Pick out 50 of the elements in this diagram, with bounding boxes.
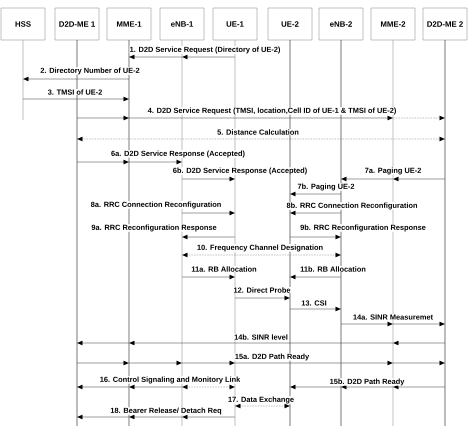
lifeline — [392, 40, 394, 426]
message-arrow — [392, 360, 445, 366]
message-arrow — [290, 234, 341, 240]
message-arrow — [128, 160, 182, 164]
message-arrow — [290, 384, 342, 390]
message-arrow — [392, 116, 445, 120]
message-arrow — [182, 54, 236, 60]
message-arrow — [182, 210, 235, 216]
message-arrow — [77, 340, 130, 346]
message-arrow — [129, 340, 394, 346]
message-arrow — [76, 160, 129, 164]
message-arrow — [182, 384, 235, 390]
message-arrow — [182, 252, 341, 258]
message-arrow — [76, 360, 129, 366]
message-arrow — [77, 414, 130, 420]
message-arrow — [129, 414, 182, 420]
message-arrow — [23, 76, 130, 82]
message-arrow — [128, 116, 393, 120]
lifeline — [234, 40, 236, 426]
lifeline — [340, 40, 342, 426]
message-arrow — [341, 384, 394, 390]
lifeline — [22, 40, 24, 120]
lifeline — [128, 40, 130, 426]
message-arrow — [393, 340, 446, 346]
message-arrow — [290, 274, 342, 280]
message-arrow — [128, 360, 182, 366]
lifeline — [444, 40, 446, 426]
message-arrow — [129, 384, 182, 390]
message-arrow — [290, 192, 342, 196]
message-arrow — [290, 306, 341, 312]
message-arrow — [76, 116, 129, 120]
message-arrow — [77, 384, 130, 390]
message-arrow — [393, 176, 446, 182]
message-arrow — [340, 322, 393, 326]
message-arrow — [235, 404, 290, 408]
message-arrow — [182, 234, 236, 240]
message-arrow — [77, 136, 445, 142]
message-arrow — [392, 322, 445, 326]
message-arrow — [22, 96, 129, 102]
message-arrow — [341, 176, 394, 182]
message-arrow — [234, 360, 393, 366]
message-arrow — [182, 360, 235, 366]
message-arrow — [182, 414, 236, 420]
message-arrow — [182, 176, 235, 182]
lifeline — [76, 40, 78, 426]
message-arrow — [234, 296, 290, 300]
message-arrow — [182, 274, 235, 280]
message-arrow — [129, 54, 182, 60]
message-arrow — [393, 384, 446, 390]
message-arrow — [290, 210, 342, 216]
